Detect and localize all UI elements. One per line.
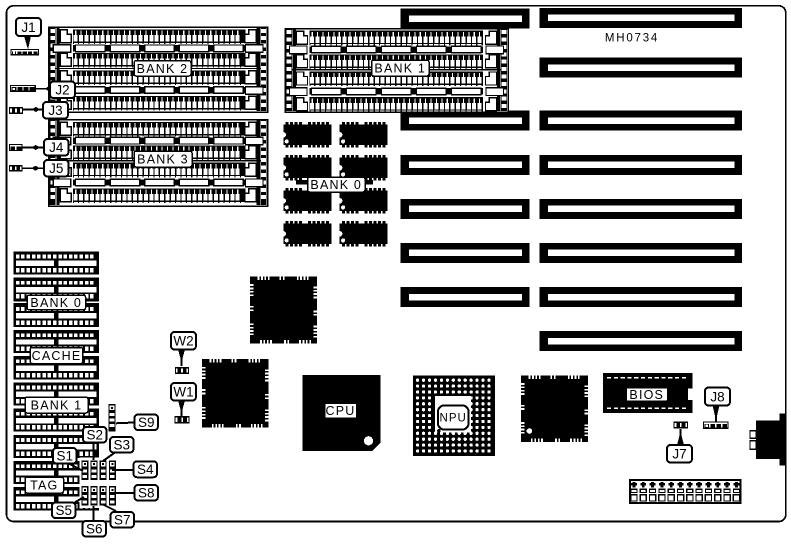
svg-text:S9: S9 [138, 415, 155, 430]
svg-text:S1: S1 [56, 449, 73, 464]
svg-text:BANK 3: BANK 3 [137, 153, 189, 167]
svg-text:BIOS: BIOS [629, 388, 664, 402]
svg-text:S2: S2 [86, 428, 103, 443]
svg-text:S8: S8 [138, 486, 155, 501]
svg-text:W2: W2 [173, 334, 193, 349]
svg-text:TAG: TAG [30, 479, 58, 493]
svg-text:S5: S5 [55, 503, 72, 518]
svg-text:J4: J4 [49, 140, 64, 155]
svg-text:MH0734: MH0734 [605, 33, 659, 45]
svg-text:S7: S7 [114, 513, 131, 528]
svg-text:J7: J7 [672, 447, 686, 462]
svg-text:BANK 1: BANK 1 [31, 399, 83, 413]
svg-text:S6: S6 [86, 522, 103, 537]
svg-text:S3: S3 [113, 438, 130, 453]
svg-text:CPU: CPU [326, 404, 356, 418]
svg-text:S4: S4 [137, 462, 154, 477]
svg-text:J8: J8 [710, 389, 724, 404]
svg-text:BANK 0: BANK 0 [310, 178, 362, 192]
svg-text:J5: J5 [49, 161, 63, 176]
svg-text:NPU: NPU [440, 413, 467, 425]
svg-text:W1: W1 [173, 385, 193, 400]
svg-text:CACHE: CACHE [32, 349, 82, 363]
svg-text:J1: J1 [21, 20, 35, 35]
svg-text:BANK 2: BANK 2 [137, 62, 189, 76]
svg-text:BANK 0: BANK 0 [30, 296, 82, 310]
svg-text:J3: J3 [48, 103, 62, 118]
svg-text:BANK 1: BANK 1 [374, 62, 426, 76]
svg-text:J2: J2 [55, 83, 69, 98]
